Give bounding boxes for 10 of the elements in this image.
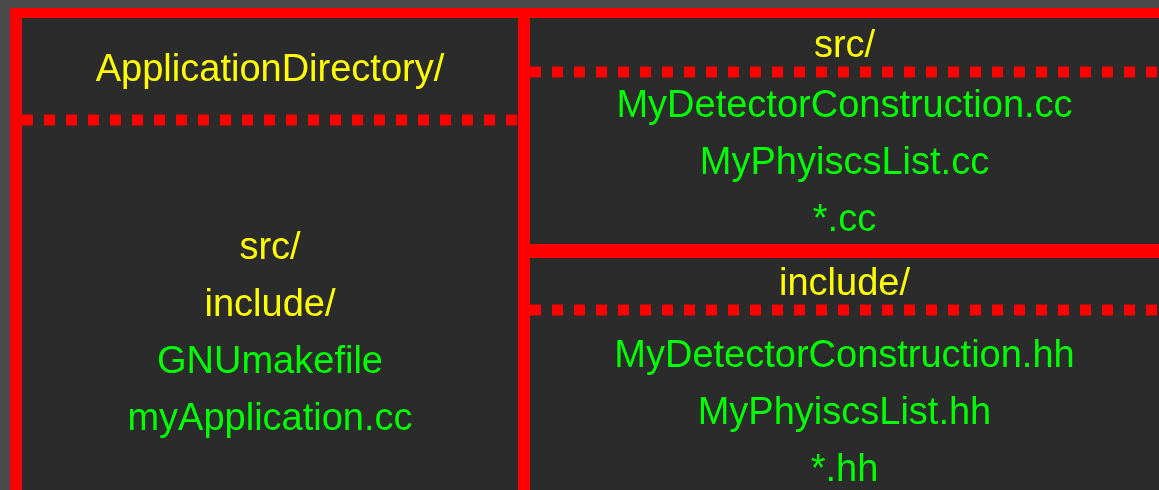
file-list: src/ include/: [204, 218, 336, 332]
folder-panel: [530, 258, 1159, 490]
folder-name: include/: [779, 260, 910, 305]
file-list: MyDetectorConstruction.cc MyPhyiscsList.cc *.cc: [616, 76, 1073, 247]
folder-name: src/: [813, 22, 876, 67]
file-list: GNUmakefile myApplication.cc: [127, 332, 413, 446]
folder-name: ApplicationDirectory/: [95, 46, 445, 91]
folder-panel: [22, 18, 518, 490]
file-list: MyDetectorConstruction.hh MyPhyiscsList.hh *.hh: [614, 326, 1075, 490]
folder-panel: [530, 18, 1159, 244]
